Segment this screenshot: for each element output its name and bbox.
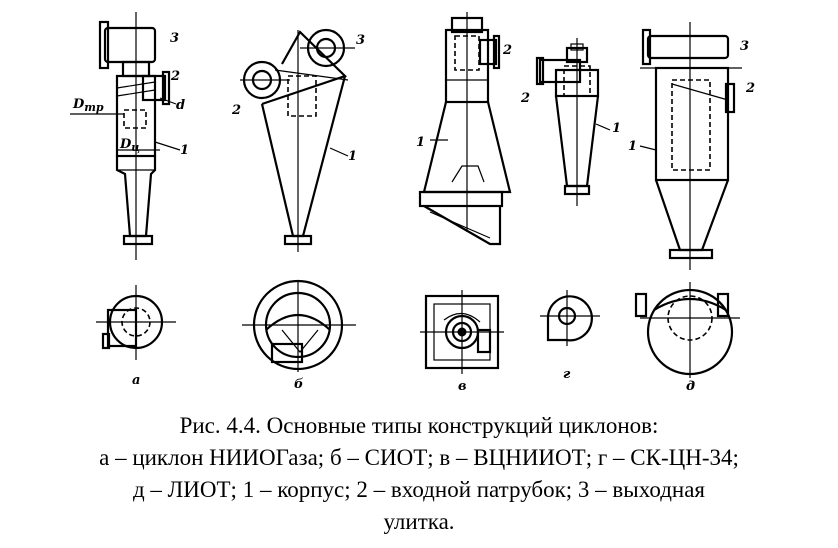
cyclone-g-top-view	[540, 290, 600, 346]
cyclone-b-label-2: 2	[231, 103, 241, 118]
variant-label-a: а	[132, 373, 140, 388]
cyclone-b-top-view	[242, 279, 356, 372]
cyclone-a-top-view	[96, 285, 176, 360]
cyclone-a-side-view	[70, 12, 181, 260]
cyclone-v-side-view	[418, 12, 512, 246]
cyclone-d-label-1: 1	[628, 139, 637, 154]
cyclone-b-side-view	[240, 28, 355, 252]
cyclone-a-label-1: 1	[180, 143, 189, 158]
caption-line-4: улитка.	[383, 509, 455, 534]
cyclone-v-top-view	[420, 290, 504, 374]
variant-label-b: б	[294, 377, 304, 392]
cyclone-d-top-view	[634, 282, 740, 378]
cyclone-b-label-3: 3	[356, 33, 365, 48]
cyclone-v-label-1: 1	[416, 135, 425, 150]
cyclone-a-label-2: 2	[170, 69, 180, 84]
cyclone-g-side-view	[535, 38, 611, 206]
cyclone-b-label-1: 1	[348, 149, 357, 164]
cyclone-g-label-2: 2	[520, 91, 530, 106]
cyclone-diagram: 3 2 d 1 Dтр Dц 3 2 1	[70, 12, 755, 394]
cyclone-a-label-dtr: Dтр	[72, 97, 104, 114]
cyclone-a-label-d: d	[176, 98, 185, 113]
caption-line-3: д – ЛИОТ; 1 – корпус; 2 – входной патруб…	[132, 477, 705, 502]
cyclone-d-label-3: 3	[740, 39, 749, 54]
variant-label-d: д	[686, 379, 695, 394]
variant-label-v: в	[458, 379, 467, 394]
cyclone-v-label-2: 2	[502, 43, 512, 58]
cyclone-d-label-2: 2	[745, 81, 755, 96]
cyclone-d-side-view	[639, 22, 742, 270]
cyclone-a-label-3: 3	[170, 31, 179, 46]
variant-label-g: г	[563, 367, 571, 382]
cyclone-a-label-dc: Dц	[119, 137, 140, 154]
cyclone-g-label-1: 1	[612, 121, 621, 136]
caption-line-1: Рис. 4.4. Основные типы конструкций цикл…	[179, 413, 659, 438]
caption-line-2: а – циклон НИИОГаза; б – СИОТ; в – ВЦНИИ…	[99, 445, 739, 470]
